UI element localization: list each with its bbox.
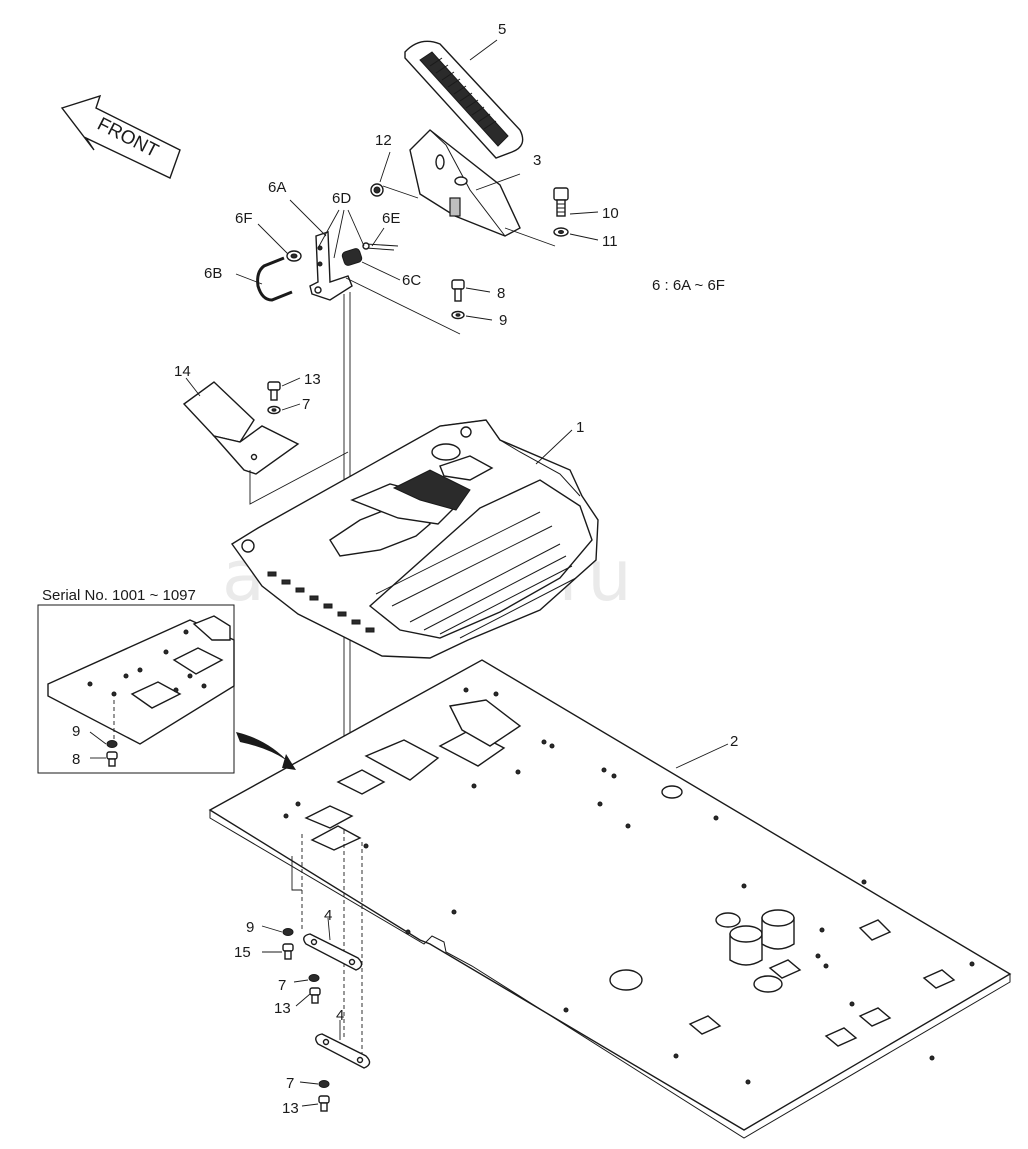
callout-labels: 1 2 3 4 4 5 6A 6B 6C 6D 6E 6F 7 7 7 8 8 … — [72, 21, 738, 1117]
callout-6C: 6C — [402, 272, 421, 289]
callout-9-lower: 9 — [246, 919, 254, 936]
callout-9-inset: 9 — [72, 723, 80, 740]
part-13-bolt-upper — [267, 381, 281, 401]
callout-5: 5 — [498, 21, 506, 38]
part-13-bolt-mid — [309, 987, 321, 1004]
callout-6B: 6B — [204, 265, 222, 282]
callout-11: 11 — [602, 233, 618, 250]
part-12-nut — [370, 183, 384, 197]
callout-13-low: 13 — [282, 1100, 299, 1117]
part-1-floor-mat — [230, 419, 599, 659]
callout-6A: 6A — [268, 179, 286, 196]
callout-8-pedal: 8 — [497, 285, 505, 302]
callout-9-pedal: 9 — [499, 312, 507, 329]
part-15-bolt — [282, 943, 294, 960]
part-5-pedal-pad — [404, 40, 524, 159]
part-6C-spring — [341, 248, 363, 266]
part-6B-u-bolt — [256, 256, 293, 302]
serial-inset-box — [37, 604, 235, 774]
part-2-floor-plate — [208, 659, 1012, 1139]
callout-7-upper: 7 — [302, 396, 310, 413]
part-4-strap-upper — [303, 933, 363, 971]
serial-inset-title: Serial No. 1001 ~ 1097 — [42, 587, 196, 604]
part-4-strap-lower — [315, 1033, 371, 1069]
part-6F-nut — [286, 250, 302, 262]
part-10-bolt — [553, 187, 569, 217]
callout-7-low: 7 — [286, 1075, 294, 1092]
callout-15: 15 — [234, 944, 251, 961]
callout-14: 14 — [174, 363, 191, 380]
callout-6E: 6E — [382, 210, 400, 227]
callout-4-lower: 4 — [336, 1007, 344, 1024]
part-9-washer — [451, 310, 465, 320]
part-6E-pin — [362, 242, 399, 251]
callout-6D: 6D — [332, 190, 351, 207]
callout-13-upper: 13 — [304, 371, 321, 388]
inset-pointer-arrow — [236, 732, 296, 770]
part-6A-bracket — [309, 231, 353, 301]
part-7-washer-mid — [308, 974, 320, 982]
callout-4-upper: 4 — [324, 907, 332, 924]
callout-3: 3 — [533, 152, 541, 169]
part-8-bolt — [451, 279, 465, 302]
part-14-footrest — [182, 381, 300, 475]
part-7-washer-low — [318, 1080, 330, 1088]
front-arrow: FRONT — [60, 94, 181, 179]
callout-7-mid: 7 — [278, 977, 286, 994]
callout-2: 2 — [730, 733, 738, 750]
part-9-washer-lower — [282, 928, 294, 936]
group-note: 6 : 6A ~ 6F — [652, 277, 725, 294]
part-7-washer-upper — [267, 405, 281, 415]
callout-6F: 6F — [235, 210, 253, 227]
part-13-bolt-low — [318, 1095, 330, 1112]
callout-13-mid: 13 — [274, 1000, 291, 1017]
callout-1: 1 — [576, 419, 584, 436]
callout-10: 10 — [602, 205, 619, 222]
callout-8-inset: 8 — [72, 751, 80, 768]
callout-12: 12 — [375, 132, 392, 149]
part-11-washer — [553, 227, 569, 237]
part-3-pedal-bracket — [409, 129, 521, 237]
